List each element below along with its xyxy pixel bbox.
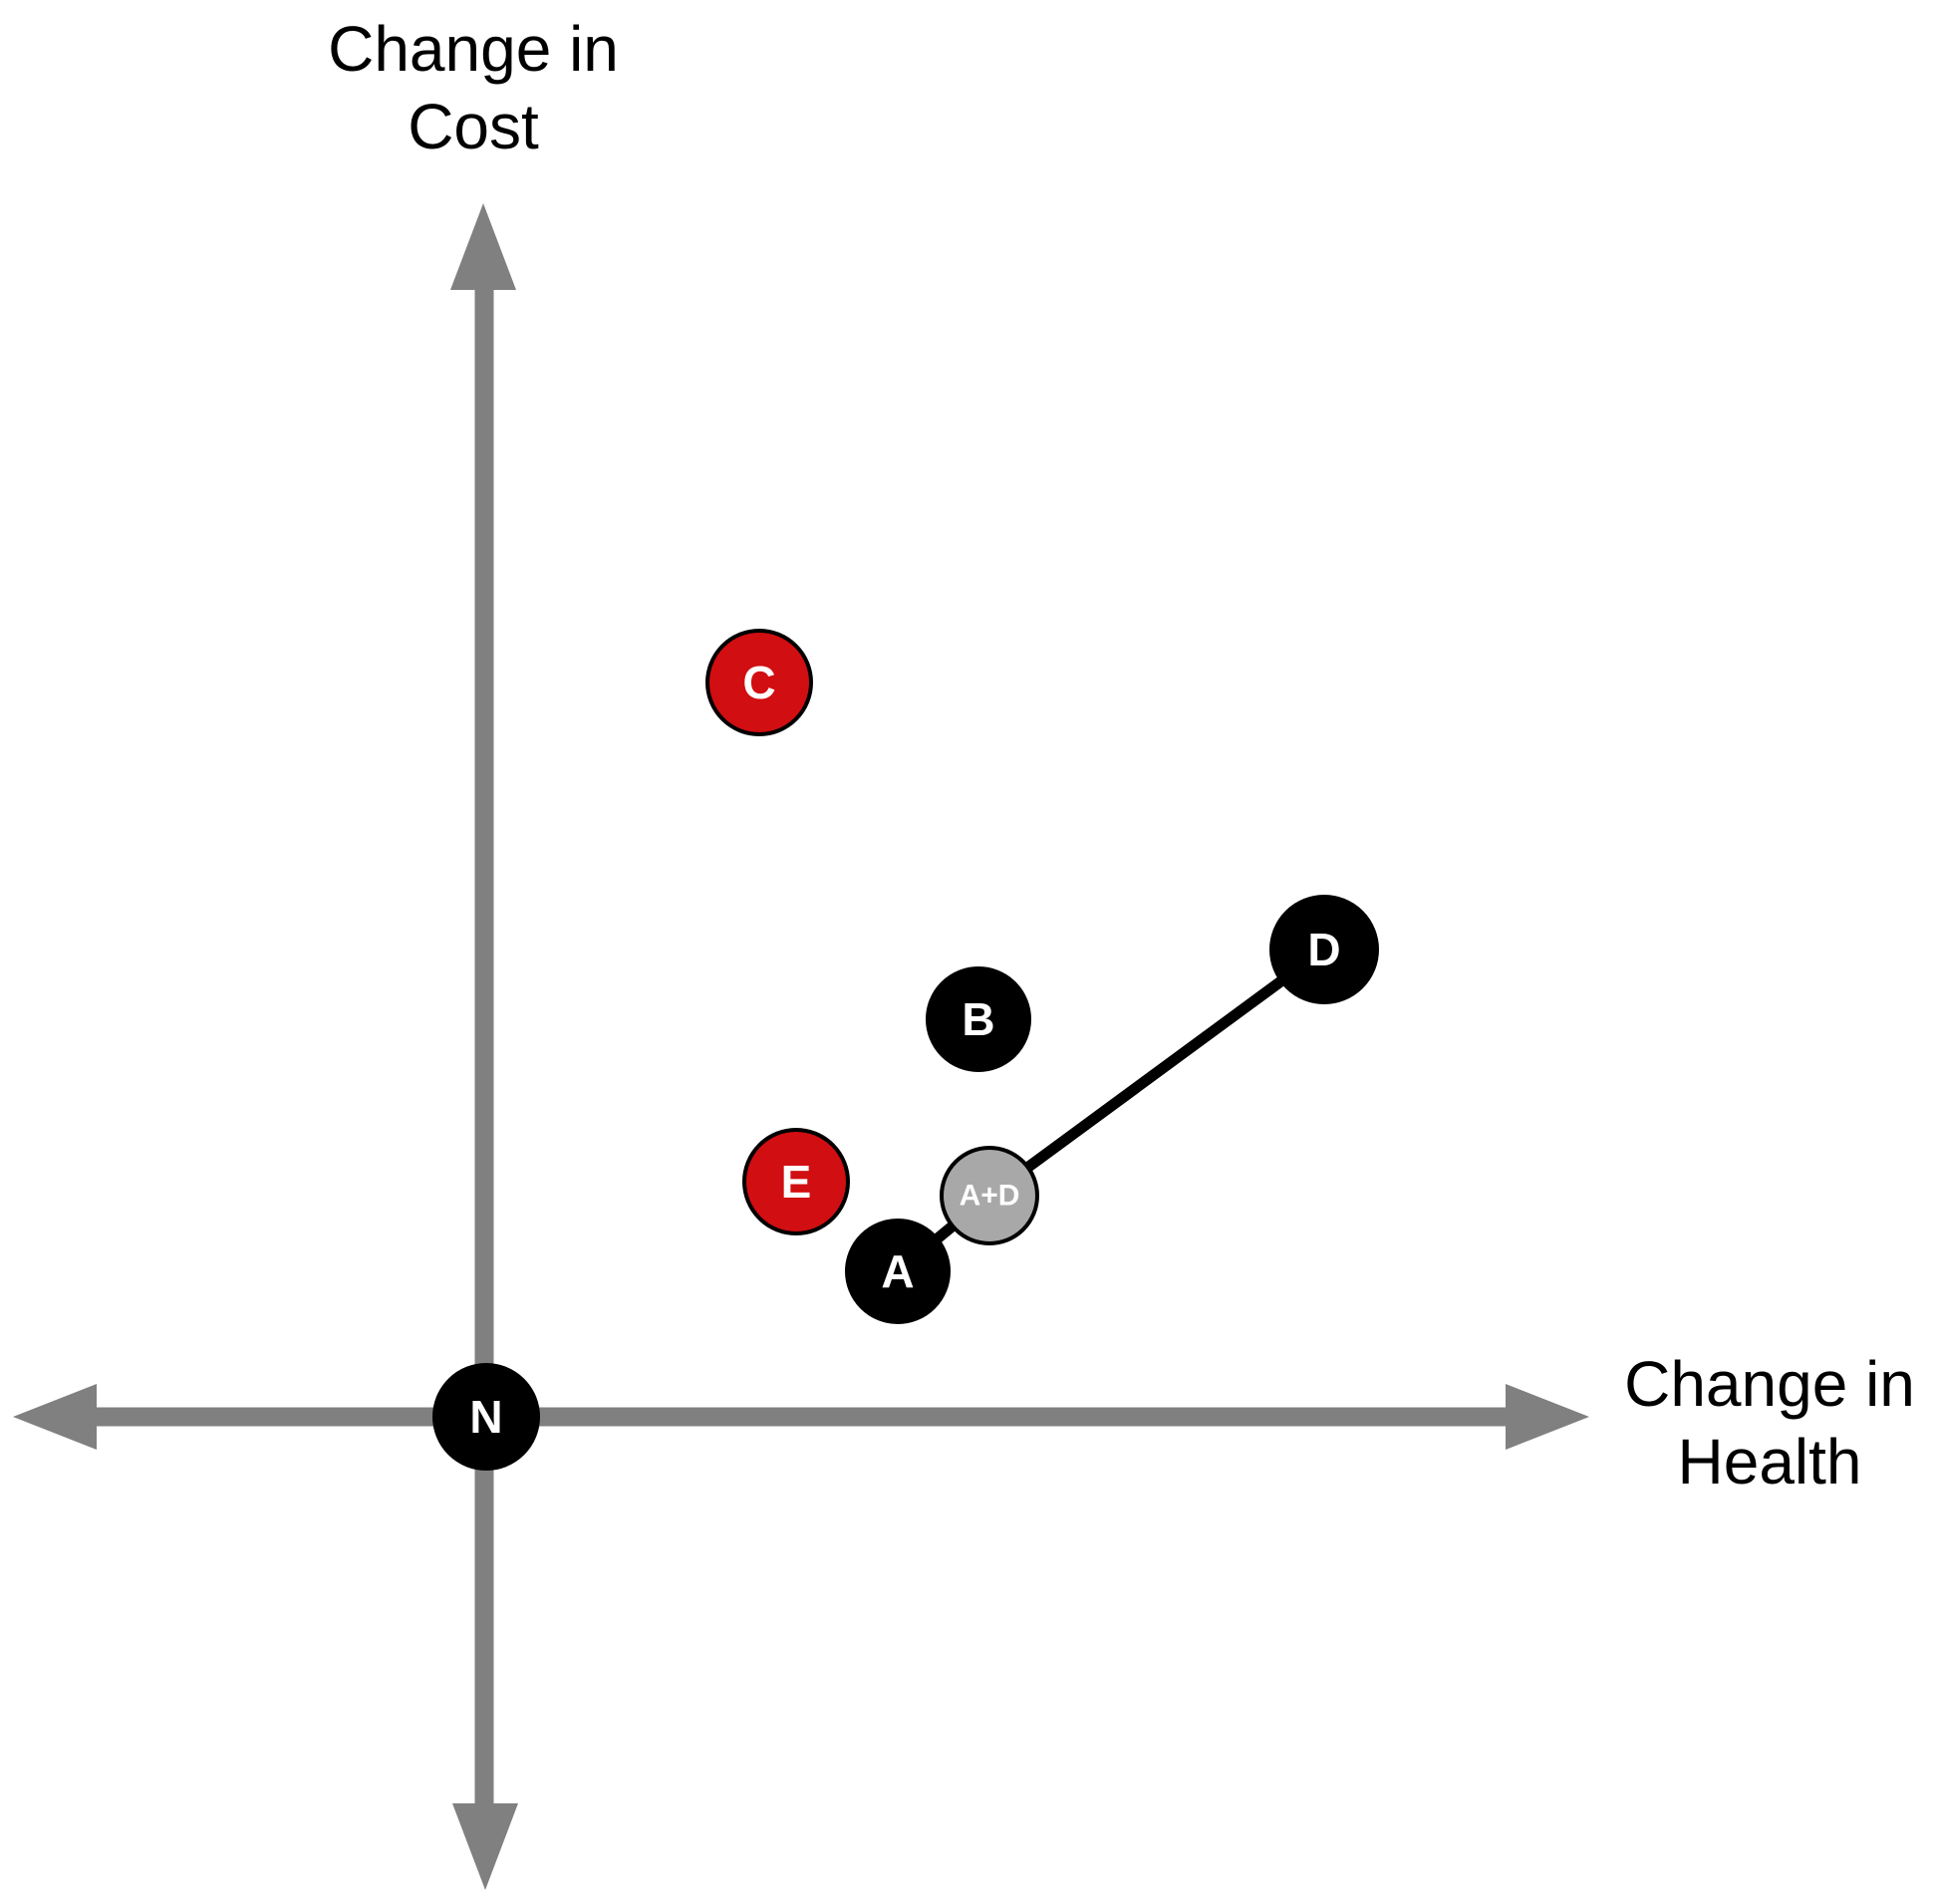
node-label-B: B [962,993,994,1045]
x-axis-arrowhead-right-icon [1506,1384,1589,1450]
node-A+D[interactable]: A+D [940,1146,1039,1245]
y-axis [450,203,518,1890]
node-circle-A[interactable] [845,1219,951,1324]
node-label-N: N [469,1391,502,1443]
x-axis [13,1384,1589,1450]
node-B[interactable]: B [926,966,1031,1072]
node-N[interactable]: N [432,1363,540,1471]
nodes-layer: N C B D E A A+D [432,629,1379,1471]
y-axis-title: Change in Cost [328,13,619,162]
x-axis-title: Change in Health [1624,1348,1915,1497]
node-label-A+D: A+D [960,1180,1020,1213]
node-circle-D[interactable] [1269,895,1379,1004]
node-circle-B[interactable] [926,966,1031,1072]
node-circle-A+D[interactable] [940,1146,1039,1245]
node-label-C: C [742,657,775,708]
node-circle-E[interactable] [742,1128,850,1235]
node-circle-N[interactable] [432,1363,540,1471]
node-A[interactable]: A [845,1219,951,1324]
y-axis-arrowhead-down-icon [452,1803,518,1890]
node-label-A: A [881,1245,914,1297]
node-C[interactable]: C [705,629,813,736]
edge-A+D-to-D [985,945,1328,1201]
node-label-E: E [781,1156,812,1208]
x-axis-arrowhead-left-icon [13,1384,97,1450]
node-label-D: D [1307,924,1340,975]
node-D[interactable]: D [1269,895,1379,1004]
node-circle-C[interactable] [705,629,813,736]
node-E[interactable]: E [742,1128,850,1235]
y-axis-arrowhead-up-icon [450,203,516,290]
